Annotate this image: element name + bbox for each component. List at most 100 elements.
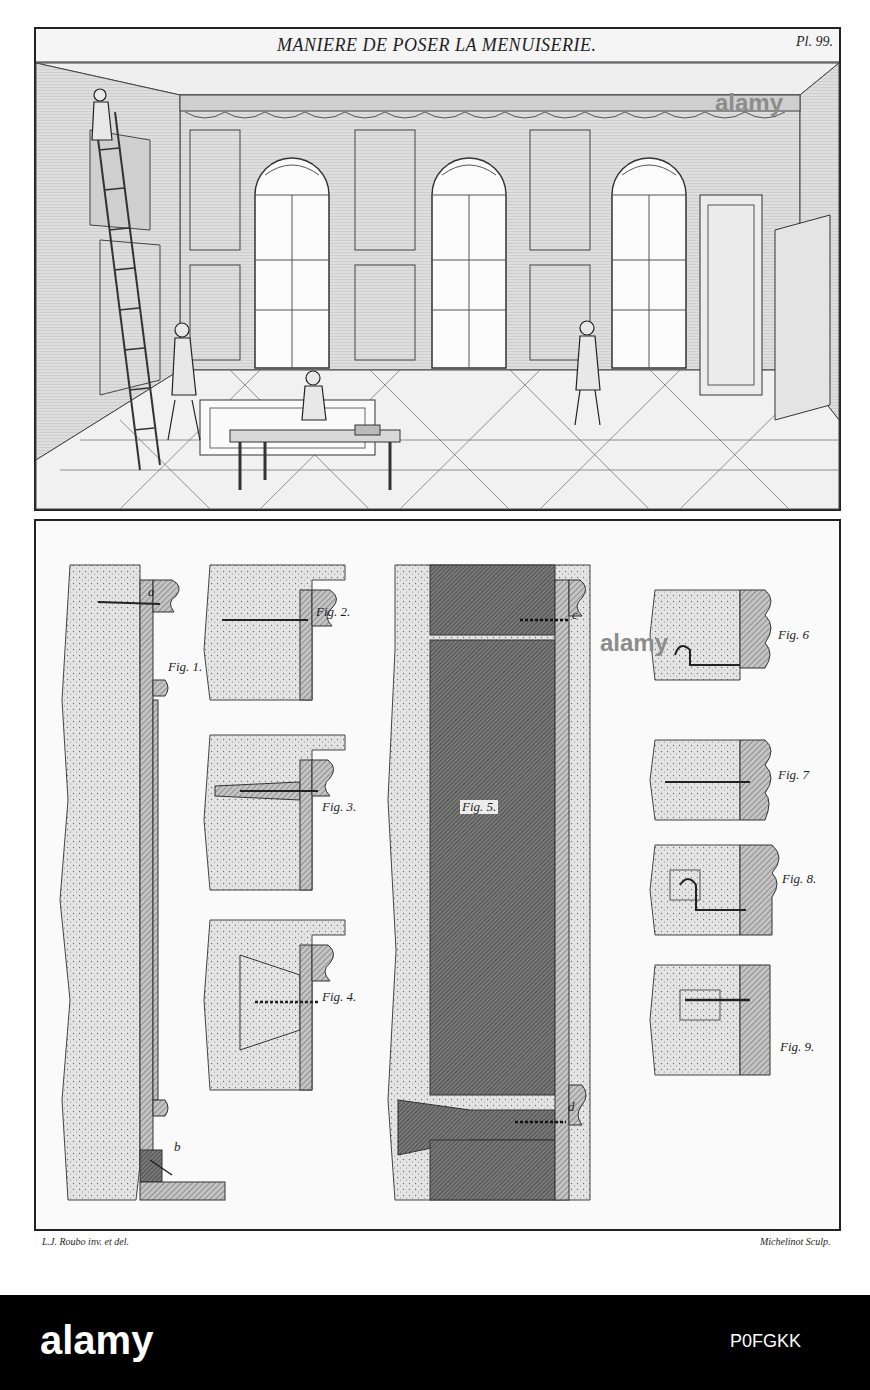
engraving-detail — [555, 580, 569, 1200]
engraving-detail — [180, 95, 800, 111]
plate-title: MANIERE DE POSER LA MENUISERIE. — [277, 36, 597, 56]
engraving-detail — [680, 879, 746, 910]
plate-number: Pl. 99. — [796, 34, 833, 49]
engraving-detail — [95, 112, 160, 470]
engraving-detail — [255, 1001, 318, 1004]
engraving-detail — [300, 590, 312, 700]
engraving-detail — [432, 158, 506, 368]
engraving-detail — [99, 148, 119, 150]
engraving-detail — [442, 165, 496, 175]
engraving-detail — [740, 845, 779, 935]
engraving-detail — [255, 158, 686, 368]
engraving-detail — [612, 260, 686, 261]
engraving-detail — [120, 420, 210, 509]
engraving-detail — [153, 580, 179, 612]
engraving-detail — [355, 130, 415, 250]
figure-label: Fig. 2. — [316, 605, 350, 619]
engraving-detail — [612, 158, 686, 368]
engraving-detail — [94, 89, 106, 101]
stock-id: P0FGKK — [730, 1332, 801, 1352]
engraving-detail — [540, 370, 680, 509]
engraving-detail — [264, 442, 267, 480]
engraver-credit: L.J. Roubo inv. et del. — [42, 1236, 129, 1247]
engraving-detail — [255, 158, 329, 368]
engraving-detail — [265, 165, 319, 175]
engraving-detail — [98, 602, 160, 604]
engraving-detail — [35, 28, 840, 510]
figure-label: Fig. 3. — [322, 800, 356, 814]
engraving-detail — [569, 1085, 586, 1125]
engraving-detail — [622, 165, 676, 175]
engraving-detail — [204, 565, 345, 700]
callout-letter: a — [148, 585, 155, 599]
figure-label: Fig. 7 — [778, 768, 809, 782]
engraving-detail — [612, 310, 686, 311]
engraving-detail — [200, 400, 375, 455]
watermark: alamy — [715, 90, 783, 116]
engraving-detail — [432, 260, 506, 261]
engraving-detail — [104, 188, 124, 190]
engraving-detail — [35, 62, 840, 63]
engraving-detail — [530, 130, 590, 250]
engraving-detail — [140, 1182, 225, 1200]
engraving-detail — [222, 619, 308, 621]
engraving-detail — [650, 740, 740, 820]
engraving-detail — [185, 112, 785, 118]
figure-label: Fig. 1. — [168, 660, 202, 674]
engraving-detail — [35, 520, 840, 1230]
engraving-detail — [650, 965, 740, 1075]
figure-label: Fig. 6 — [778, 628, 809, 642]
engraving-detail — [302, 386, 326, 420]
engraving-detail — [355, 425, 380, 435]
engraving-detail — [430, 1140, 555, 1200]
engraving-detail — [100, 240, 160, 395]
engraving-detail — [115, 112, 160, 465]
figure-label: Fig. 5. — [460, 800, 498, 814]
engraving-detail — [740, 740, 771, 820]
engraving-detail — [740, 590, 771, 668]
callout-letter: d — [568, 1100, 575, 1114]
engraving-detail — [255, 260, 329, 261]
engraving-detail — [255, 165, 686, 368]
engraving-detail — [740, 965, 770, 1075]
figure-label: Fig. 4. — [322, 990, 356, 1004]
engraving-detail — [685, 999, 750, 1002]
engraving-detail — [134, 428, 154, 430]
engraving-detail — [153, 680, 168, 696]
engraving-detail — [60, 565, 140, 1200]
engraving-detail — [140, 580, 153, 1165]
engraving-detail — [300, 945, 312, 1090]
stock-bar — [0, 1295, 870, 1390]
engraving-detail — [190, 265, 240, 360]
engraving-detail — [675, 646, 740, 665]
figure-label: Fig. 8. — [782, 872, 816, 886]
engraving-detail — [114, 268, 134, 270]
engraving-detail — [389, 442, 392, 490]
engraving-detail — [292, 195, 293, 368]
engraver-credit: Michelinot Sculp. — [760, 1236, 831, 1247]
engraving-detail — [520, 619, 568, 622]
engraving-detail — [708, 205, 754, 385]
engraving-detail — [775, 215, 830, 420]
callout-letter: c — [572, 608, 578, 622]
engraving-detail — [153, 1100, 168, 1116]
engraving-detail — [430, 565, 555, 635]
watermark: alamy — [40, 1318, 153, 1362]
engraving-detail — [204, 920, 345, 1090]
engraving-detail — [432, 310, 506, 311]
engraving-detail — [240, 790, 318, 792]
engraving-detail — [92, 89, 600, 440]
engraving-detail — [575, 390, 580, 425]
engraving-detail — [469, 195, 470, 368]
section-figures — [35, 520, 840, 1230]
engraving-detail — [240, 442, 390, 490]
engraving-detail — [680, 990, 720, 1020]
engraving-detail — [700, 195, 762, 395]
engraving-detail — [595, 390, 600, 425]
engraving-detail — [99, 148, 154, 430]
engraving-detail — [175, 323, 189, 337]
engraving-detail — [192, 400, 200, 440]
engraving-detail — [119, 308, 139, 310]
engraving-detail — [649, 195, 650, 368]
